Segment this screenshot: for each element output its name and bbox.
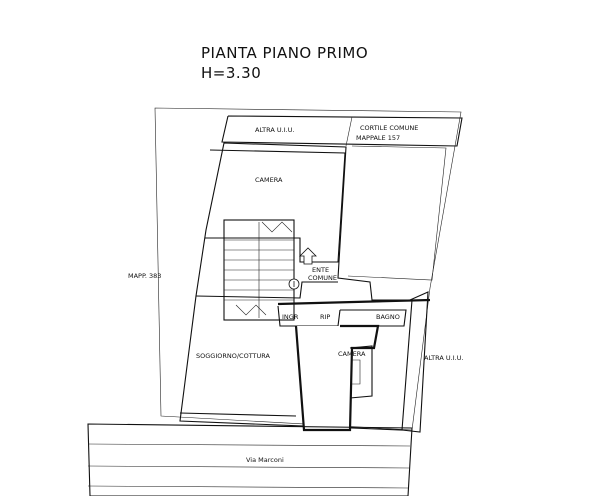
soggiorno-floor-line <box>179 412 297 417</box>
label-mappale: MAPPALE 157 <box>356 134 400 142</box>
ente-comune-walls <box>195 281 338 299</box>
label-camera-small: CAMERA <box>338 350 366 358</box>
label-altra-uiu-right: ALTRA U.I.U. <box>424 354 464 362</box>
staircase <box>223 219 295 321</box>
label-comune: COMUNE <box>308 274 337 282</box>
plan-height: H=3.30 <box>201 64 261 82</box>
lot-boundary <box>154 107 462 431</box>
plan-title: PIANTA PIANO PRIMO <box>201 44 368 62</box>
street-band <box>87 423 413 496</box>
street-line-2 <box>87 465 410 469</box>
label-altra-uiu-top: ALTRA U.I.U. <box>255 126 295 134</box>
right-neighbor-walls <box>401 291 429 433</box>
top-strip-divider <box>345 116 353 147</box>
top-strip <box>221 115 463 147</box>
stair-marker-1 <box>288 278 300 290</box>
street-line-3 <box>87 485 409 489</box>
label-ente: ENTE <box>312 266 329 274</box>
label-bagno: BAGNO <box>376 313 400 321</box>
courtyard-outline <box>347 145 447 281</box>
camera-room-walls <box>205 149 346 263</box>
label-rip: RIP <box>320 313 330 321</box>
label-ingr: INGR <box>282 313 299 321</box>
dividing-wall <box>277 298 431 306</box>
label-mapp-383: MAPP. 383 <box>128 272 161 280</box>
label-camera-top: CAMERA <box>255 176 283 184</box>
label-cortile-comune: CORTILE COMUNE <box>360 124 418 132</box>
label-soggiorno: SOGGIORNO/COTTURA <box>196 352 271 360</box>
street-line-1 <box>87 443 411 447</box>
camera-small-walls <box>349 345 373 399</box>
label-via-marconi: Via Marconi <box>246 456 284 464</box>
stair-up-arrow <box>299 247 317 265</box>
camera-small-detail <box>352 359 361 385</box>
